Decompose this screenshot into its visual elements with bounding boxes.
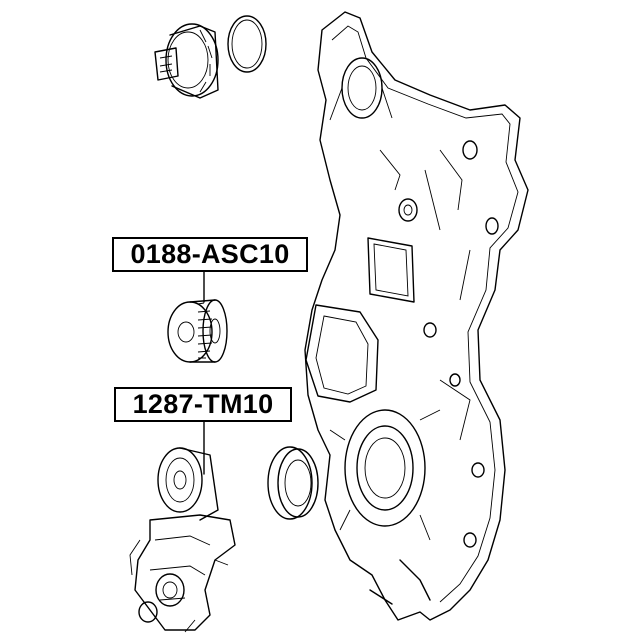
o-ring: [227, 15, 267, 73]
crankshaft-oil-seal: [267, 446, 319, 520]
part-number-label-idler-pulley: 0188-ASC10: [112, 237, 308, 272]
part-number-label-tensioner: 1287-TM10: [114, 387, 292, 422]
idler-pulley: [167, 299, 228, 363]
belt-tensioner: [129, 447, 236, 633]
top-cap-part: [154, 23, 219, 99]
timing-cover: [304, 11, 529, 621]
